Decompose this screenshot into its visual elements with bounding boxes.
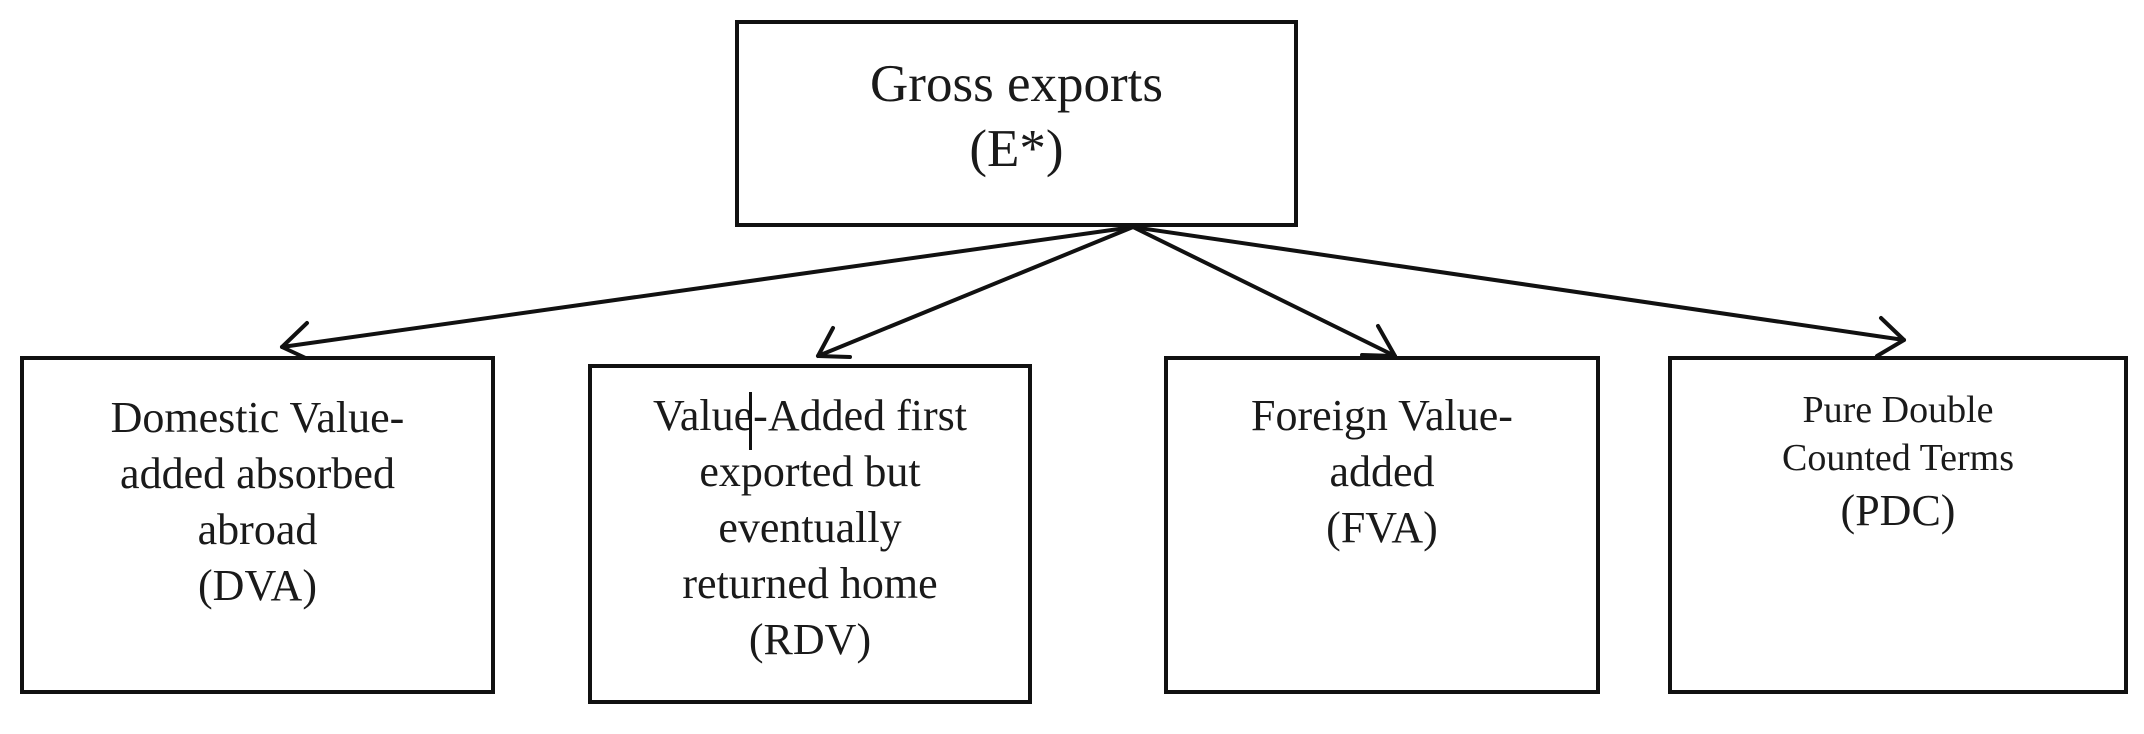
fva-abbreviation: (FVA) xyxy=(1326,503,1438,552)
fva-line-2: added xyxy=(1329,447,1435,496)
dva-line-2: added absorbed xyxy=(120,449,395,498)
rdv-line-3: eventually xyxy=(718,503,902,552)
pdc-abbreviation: (PDC) xyxy=(1840,486,1956,535)
gross-exports-title: Gross exports xyxy=(870,55,1163,113)
fva-box: Foreign Value- added (FVA) xyxy=(1164,356,1600,694)
arrow-to-pdc xyxy=(1131,225,1906,342)
rdv-line-1: Value-Added first xyxy=(652,391,967,440)
rdv-abbreviation: (RDV) xyxy=(748,615,872,664)
dva-abbreviation: (DVA) xyxy=(198,561,317,610)
arrowhead-pdc xyxy=(1875,316,1906,358)
rdv-box: Value-Added first exported but eventuall… xyxy=(588,364,1032,704)
text-cursor xyxy=(749,392,752,450)
gross-exports-symbol: (E*) xyxy=(969,120,1064,178)
gross-exports-box: Gross exports (E*) xyxy=(735,20,1298,227)
pdc-line-2: Counted Terms xyxy=(1781,437,2014,479)
arrow-to-fva xyxy=(1131,225,1397,358)
rdv-line-4: returned home xyxy=(682,559,938,608)
pdc-line-1: Pure Double xyxy=(1802,389,1994,431)
pdc-box: Pure Double Counted Terms (PDC) xyxy=(1668,356,2128,694)
dva-line-3: abroad xyxy=(197,505,318,554)
arrow-to-dva xyxy=(280,225,1135,349)
dva-line-1: Domestic Value- xyxy=(110,393,405,442)
arrow-to-rdv xyxy=(816,225,1135,358)
fva-line-1: Foreign Value- xyxy=(1251,391,1513,440)
arrowhead-rdv xyxy=(816,326,852,359)
dva-box: Domestic Value- added absorbed abroad (D… xyxy=(20,356,495,694)
rdv-line-2: exported but xyxy=(699,447,921,496)
